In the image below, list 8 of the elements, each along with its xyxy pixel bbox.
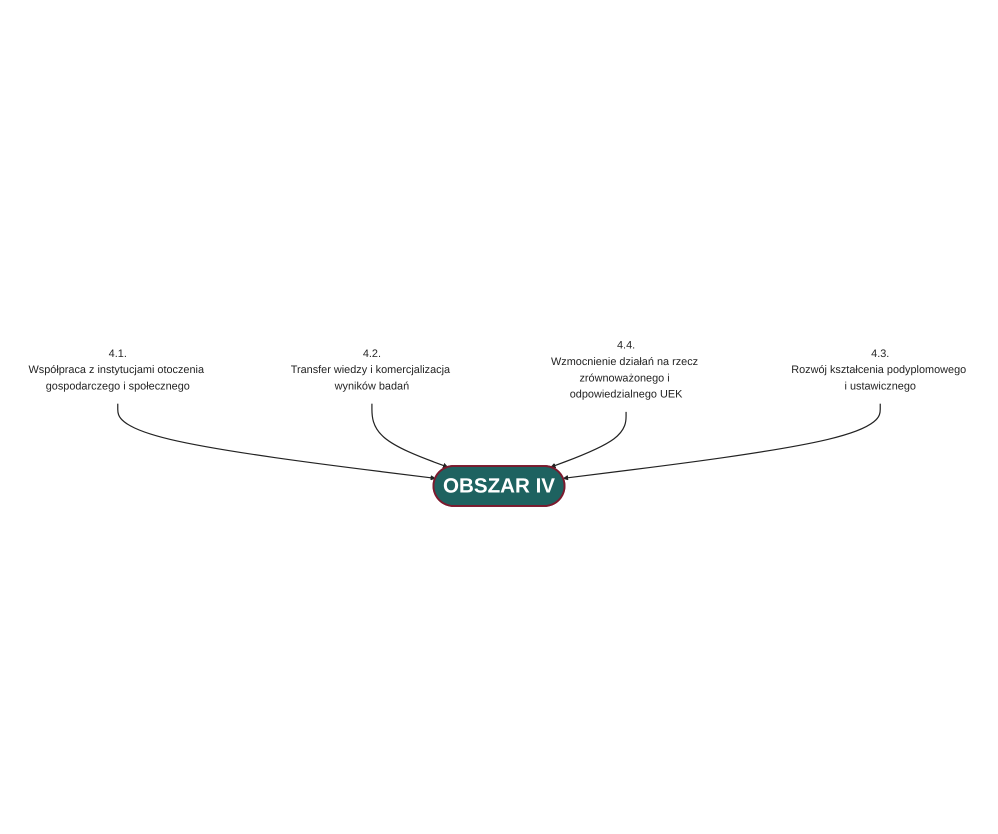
arrow — [117, 403, 436, 480]
arrow — [562, 403, 881, 480]
arrow — [550, 412, 627, 468]
node-text: 4.4. Wzmocnienie działań na rzecz zrównoważonego i odpowiedzialnego UEK — [551, 338, 698, 400]
node-text: 4.1. Współpraca z instytucjami otoczenia gospodarczego i społecznego — [28, 347, 204, 392]
node-text: 4.3. Rozwój kształcenia podyplomowego i ustawicznego — [791, 347, 966, 392]
node-text: 4.2. Transfer wiedzy i komercjalizacja wyników badań — [290, 347, 450, 392]
arrow — [371, 403, 448, 468]
